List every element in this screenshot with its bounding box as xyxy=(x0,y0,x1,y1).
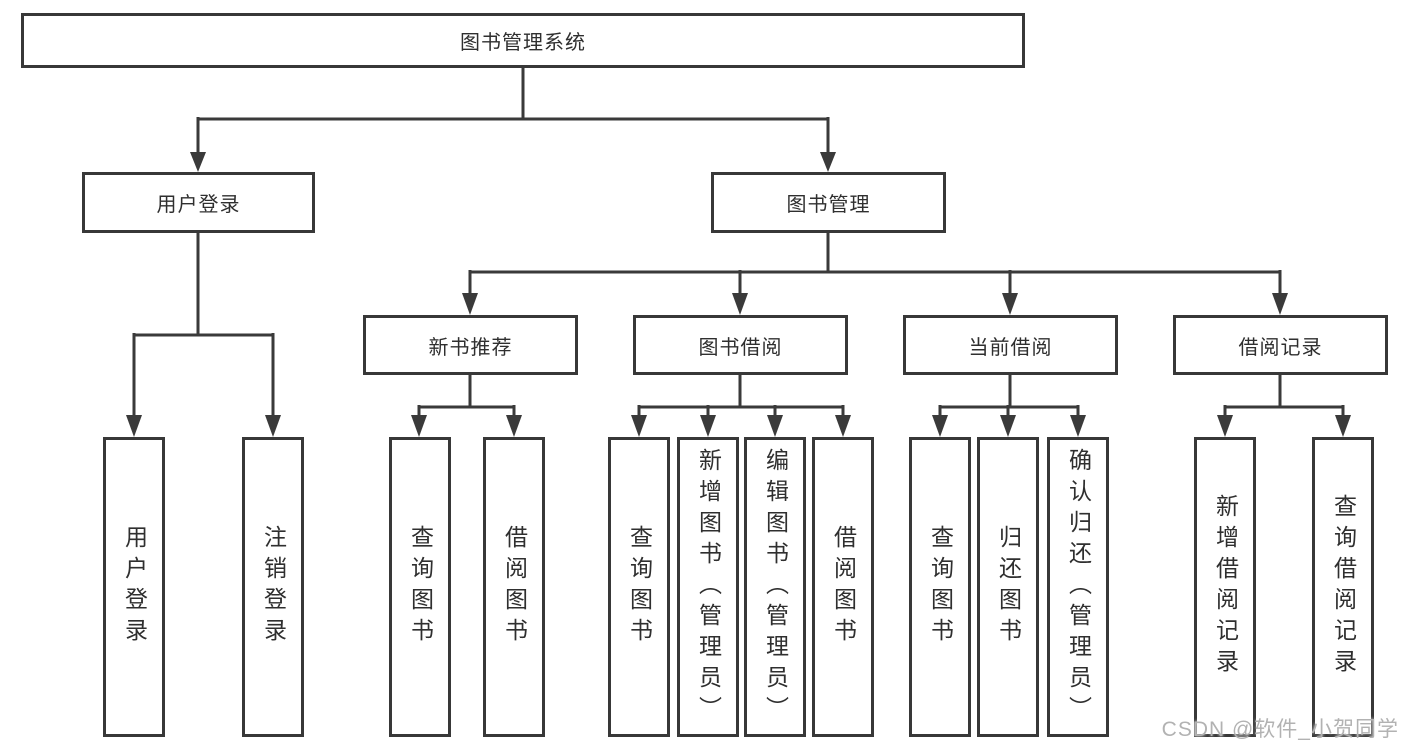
node-label: 查询图书 xyxy=(927,525,954,649)
leaf-current-return-books: 归还图书 xyxy=(977,437,1039,737)
connector-bookmgmt-to-level2 xyxy=(462,233,1288,315)
connector-root-to-level1 xyxy=(190,68,836,172)
node-label: 借阅记录 xyxy=(1238,336,1323,359)
node-label: 图书管理系统 xyxy=(460,32,586,54)
node-label: 确认归还（管理员） xyxy=(1065,447,1092,727)
node-label: 用户登录 xyxy=(121,525,148,649)
node-label: 图书管理 xyxy=(786,194,871,216)
node-book-management: 图书管理 xyxy=(711,172,946,233)
leaf-record-query-borrow-record: 查询借阅记录 xyxy=(1312,437,1374,737)
leaf-current-confirm-return-admin: 确认归还（管理员） xyxy=(1047,437,1109,737)
node-user-login: 用户登录 xyxy=(82,172,315,233)
node-label: 新增图书（管理员） xyxy=(695,447,722,727)
leaf-borrow-borrow-books: 借阅图书 xyxy=(812,437,874,737)
leaf-newbook-borrow-books: 借阅图书 xyxy=(483,437,545,737)
leaf-borrow-add-books-admin: 新增图书（管理员） xyxy=(677,437,739,737)
connector-userlogin-to-leaves xyxy=(126,233,281,437)
node-borrow-records: 借阅记录 xyxy=(1173,315,1388,375)
leaf-borrow-edit-books-admin: 编辑图书（管理员） xyxy=(744,437,806,737)
node-label: 新书推荐 xyxy=(428,336,513,359)
node-new-book-recommend: 新书推荐 xyxy=(363,315,578,375)
node-label: 编辑图书（管理员） xyxy=(762,447,789,727)
leaf-newbook-query-books: 查询图书 xyxy=(389,437,451,737)
node-label: 查询借阅记录 xyxy=(1330,494,1357,680)
leaf-borrow-query-books: 查询图书 xyxy=(608,437,670,737)
node-label: 查询图书 xyxy=(407,525,434,649)
node-label: 当前借阅 xyxy=(968,336,1053,359)
leaf-record-add-borrow-record: 新增借阅记录 xyxy=(1194,437,1256,737)
node-label: 新增借阅记录 xyxy=(1212,494,1239,680)
node-label: 注销登录 xyxy=(260,525,287,649)
node-label: 图书借阅 xyxy=(698,336,783,359)
leaf-user-login: 用户登录 xyxy=(103,437,165,737)
leaf-current-query-books: 查询图书 xyxy=(909,437,971,737)
csdn-watermark: CSDN @软件_小贺同学 xyxy=(1161,718,1399,741)
node-label: 用户登录 xyxy=(156,194,241,216)
node-label: 借阅图书 xyxy=(501,525,528,649)
node-label: 借阅图书 xyxy=(830,525,857,649)
connector-bookborrow-to-leaves xyxy=(631,375,851,437)
node-library-management-system: 图书管理系统 xyxy=(21,13,1025,68)
node-book-borrow: 图书借阅 xyxy=(633,315,848,375)
connector-borrowrecord-to-leaves xyxy=(1217,375,1351,437)
node-label: 查询图书 xyxy=(626,525,653,649)
connector-currentborrow-to-leaves xyxy=(932,375,1086,437)
node-label: 归还图书 xyxy=(995,525,1022,649)
node-current-borrow: 当前借阅 xyxy=(903,315,1118,375)
leaf-logout: 注销登录 xyxy=(242,437,304,737)
connector-newbook-to-leaves xyxy=(411,375,522,437)
